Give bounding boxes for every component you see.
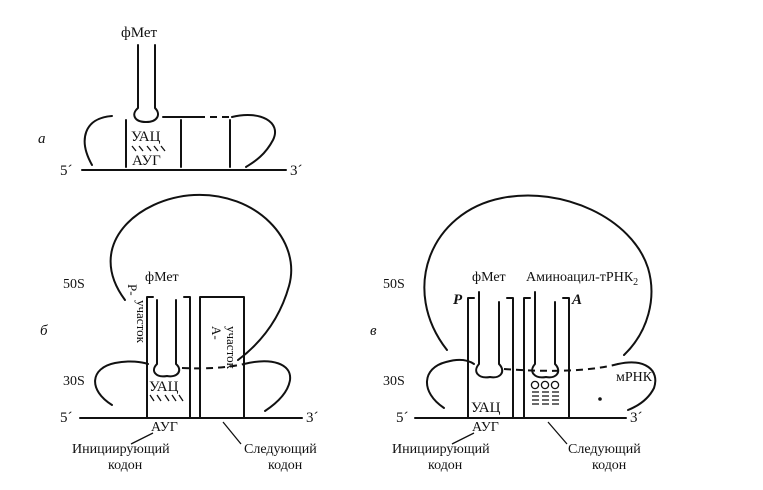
panel-a-trna xyxy=(133,44,159,123)
panel-c-three-prime: 3´ xyxy=(630,410,643,426)
panel-c-a-letter: A xyxy=(571,292,582,308)
panel-c-a-site-box xyxy=(523,297,570,419)
panel-c-fmet-label: фМет xyxy=(472,270,506,285)
panel-c-p-site-box xyxy=(467,297,514,419)
panel-b-init-codon-2: кодон xyxy=(108,458,143,473)
panel-b-fmet-label: фМет xyxy=(145,270,179,285)
panel-c-next-codon-2: кодон xyxy=(592,458,627,473)
panel-a-anticodon: УАЦ xyxy=(131,129,161,145)
panel-c-30s-left xyxy=(426,358,475,409)
panel-c-aminoacyl-label: Аминоацил-тРНК2 xyxy=(526,270,638,288)
panel-c-codon-pointers xyxy=(451,421,568,445)
panel-b-codon: АУГ xyxy=(151,420,178,435)
panel-a-codon: АУГ xyxy=(132,153,161,169)
panel-c-mrna-label: мРНК xyxy=(616,370,653,385)
panel-c-anticodon: УАЦ xyxy=(471,400,501,416)
panel-c-five-prime: 5´ xyxy=(396,410,409,426)
panel-c-init-codon-1: Инициирующий xyxy=(392,442,490,457)
panel-b-trna xyxy=(153,299,181,378)
panel-b-50s-label: 50S xyxy=(63,277,85,292)
panel-a-fmet-label: фМет xyxy=(121,25,158,41)
panel-c-50s-label: 50S xyxy=(383,277,405,292)
panel-a-three-prime: 3´ xyxy=(290,163,303,179)
panel-c-aminoacyl-name: Аминоацил-тРНК xyxy=(526,270,634,285)
panel-c-init-codon-2: кодон xyxy=(428,458,463,473)
panel-b-a-site-box xyxy=(199,296,245,419)
panel-b-30s-label: 30S xyxy=(63,374,85,389)
panel-c-30s-label: 30S xyxy=(383,374,405,389)
panel-b-30s-left xyxy=(94,360,149,406)
panel-b-base-pairing xyxy=(149,394,184,402)
panel-b-50s-subunit xyxy=(109,193,293,361)
panel-c-base-3 xyxy=(550,380,560,390)
panel-b-letter: б xyxy=(40,323,48,339)
panel-b-five-prime: 5´ xyxy=(60,410,73,426)
panel-c-next-codon-1: Следующий xyxy=(568,442,641,457)
panel-c: в 50S 30S фМет Аминоацил-тРНК2 P A мРНК … xyxy=(370,194,657,473)
panel-b-p-site-label-1: Р- xyxy=(125,284,140,296)
panel-b-init-codon-1: Инициирующий xyxy=(72,442,170,457)
panel-a-subunit-left xyxy=(83,115,113,166)
panel-c-trna-p xyxy=(475,291,504,379)
panel-a: а фМет УАЦ АУГ 5´ 3´ xyxy=(38,25,303,179)
panel-c-a-pairing xyxy=(532,391,559,405)
panel-a-base-pairing xyxy=(131,145,166,152)
panel-b-30s-right xyxy=(243,360,292,412)
panel-b-codon-pointers xyxy=(130,421,242,445)
panel-c-30s-right xyxy=(617,361,657,411)
panel-b: б 50S 30S фМет Р- участок А- участок УАЦ… xyxy=(40,193,319,473)
panel-b-a-site-label-2: участок xyxy=(224,326,239,370)
panel-a-subunit-right xyxy=(231,114,276,168)
panel-c-dot xyxy=(598,397,602,401)
panel-c-trna-a xyxy=(531,291,560,379)
panel-c-letter: в xyxy=(370,323,377,339)
panel-c-aminoacyl-subscript: 2 xyxy=(633,277,638,288)
panel-b-anticodon: УАЦ xyxy=(149,379,179,395)
panel-b-three-prime: 3´ xyxy=(306,410,319,426)
panel-b-30s-dashed xyxy=(181,363,245,370)
panel-c-base-2 xyxy=(540,380,550,390)
panel-b-next-codon-1: Следующий xyxy=(244,442,317,457)
panel-b-p-site-label-2: участок xyxy=(134,300,149,344)
panel-a-five-prime: 5´ xyxy=(60,163,73,179)
panel-b-next-codon-2: кодон xyxy=(268,458,303,473)
panel-c-codon: АУГ xyxy=(472,420,499,435)
panel-c-p-letter: P xyxy=(453,292,463,308)
panel-b-p-site-box xyxy=(146,296,191,419)
panel-a-site-lines xyxy=(125,119,231,168)
panel-c-50s-subunit xyxy=(423,194,653,356)
panel-c-30s-dashed xyxy=(503,363,619,372)
panel-c-base-1 xyxy=(530,380,540,390)
panel-a-letter: а xyxy=(38,131,46,147)
panel-b-a-site-label-1: А- xyxy=(209,326,224,340)
